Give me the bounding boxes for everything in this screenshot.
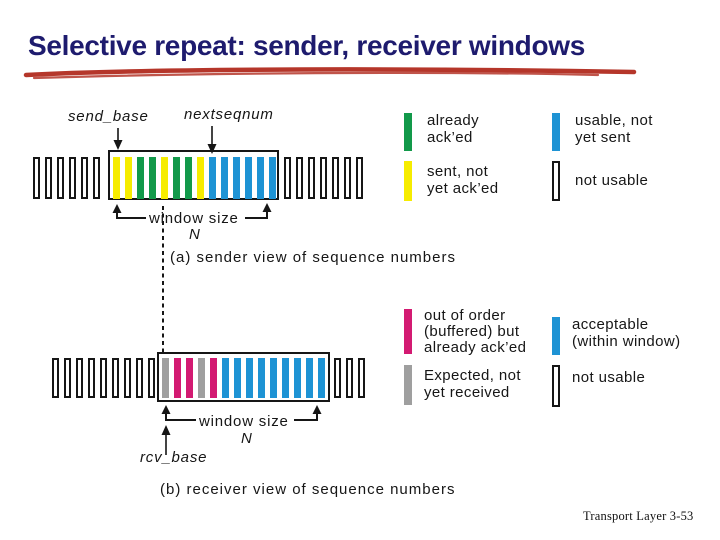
seq-slot-gray <box>198 358 205 398</box>
receiver-window-n-label: N <box>241 430 253 447</box>
nextseqnum-label: nextseqnum <box>184 106 274 123</box>
seq-slot-magenta <box>186 358 193 398</box>
receiver-bars-window <box>162 358 325 398</box>
legend-label-not-usable-receiver: not usable <box>572 369 646 386</box>
seq-slot-yellow <box>197 157 204 199</box>
seq-slot-blue <box>318 358 325 398</box>
seq-slot-white <box>57 157 64 199</box>
receiver-window-box <box>157 352 330 402</box>
seq-slot-gray <box>162 358 169 398</box>
legend-swatch-not-usable-sender <box>552 161 560 201</box>
seq-slot-white <box>33 157 40 199</box>
legend-swatch-out-of-order <box>404 309 412 354</box>
seq-slot-white <box>296 157 303 199</box>
receiver-bars-right <box>334 358 365 398</box>
seq-slot-white <box>332 157 339 199</box>
seq-slot-magenta <box>174 358 181 398</box>
sender-caption: (a) sender view of sequence numbers <box>170 249 456 266</box>
title-underline <box>23 67 637 80</box>
legend-swatch-not-usable-receiver <box>552 365 560 407</box>
seq-slot-yellow <box>113 157 120 199</box>
seq-slot-white <box>52 358 59 398</box>
legend-label-usable-not-sent: usable, not yet sent <box>575 112 653 146</box>
seq-slot-white <box>112 358 119 398</box>
sender-bars-window <box>113 157 276 199</box>
seq-slot-blue <box>209 157 216 199</box>
legend-swatch-acceptable <box>552 317 560 355</box>
seq-slot-blue <box>222 358 229 398</box>
legend-label-expected: Expected, not yet received <box>424 367 521 401</box>
seq-slot-blue <box>294 358 301 398</box>
seq-slot-white <box>148 358 155 398</box>
seq-slot-white <box>81 157 88 199</box>
seq-slot-blue <box>282 358 289 398</box>
seq-slot-white <box>69 157 76 199</box>
seq-slot-white <box>124 358 131 398</box>
send-base-label: send_base <box>68 108 149 125</box>
seq-slot-white <box>284 157 291 199</box>
sender-window-size-label: window size <box>149 210 239 227</box>
seq-slot-white <box>93 157 100 199</box>
seq-slot-yellow <box>161 157 168 199</box>
seq-slot-magenta <box>210 358 217 398</box>
send-base-arrow <box>113 128 123 150</box>
seq-slot-blue <box>258 358 265 398</box>
seq-slot-white <box>356 157 363 199</box>
seq-slot-blue <box>306 358 313 398</box>
sender-window-n-label: N <box>189 226 201 243</box>
receiver-bars-left <box>52 358 155 398</box>
seq-slot-blue <box>270 358 277 398</box>
seq-slot-blue <box>269 157 276 199</box>
seq-slot-blue <box>257 157 264 199</box>
slide-title: Selective repeat: sender, receiver windo… <box>28 30 586 61</box>
seq-slot-white <box>100 358 107 398</box>
seq-slot-green <box>173 157 180 199</box>
seq-slot-white <box>136 358 143 398</box>
legend-label-out-of-order: out of order (buffered) but already ack’… <box>424 307 527 356</box>
legend-label-already-acked: already ack’ed <box>427 112 479 146</box>
legend-label-sent-not-acked: sent, not yet ack’ed <box>427 163 499 197</box>
seq-slot-white <box>358 358 365 398</box>
rcv-base-label: rcv_base <box>140 449 208 466</box>
legend-swatch-usable-not-sent <box>552 113 560 151</box>
sender-bars-right <box>284 157 363 199</box>
seq-slot-blue <box>234 358 241 398</box>
seq-slot-white <box>320 157 327 199</box>
legend-swatch-expected <box>404 365 412 405</box>
seq-slot-white <box>64 358 71 398</box>
legend-label-not-usable-sender: not usable <box>575 172 649 189</box>
seq-slot-blue <box>246 358 253 398</box>
receiver-caption: (b) receiver view of sequence numbers <box>160 481 456 498</box>
sender-window-box <box>108 150 279 200</box>
seq-slot-green <box>185 157 192 199</box>
seq-slot-green <box>149 157 156 199</box>
legend-label-acceptable: acceptable (within window) <box>572 316 681 350</box>
seq-slot-blue <box>221 157 228 199</box>
seq-slot-yellow <box>125 157 132 199</box>
seq-slot-white <box>346 358 353 398</box>
sender-bars-left <box>33 157 100 199</box>
seq-slot-blue <box>233 157 240 199</box>
receiver-window-size-label: window size <box>199 413 289 430</box>
legend-swatch-sent-not-acked <box>404 161 412 201</box>
legend-swatch-already-acked <box>404 113 412 151</box>
slide-page-number: Transport Layer 3-53 <box>583 509 694 523</box>
seq-slot-green <box>137 157 144 199</box>
seq-slot-blue <box>245 157 252 199</box>
seq-slot-white <box>344 157 351 199</box>
seq-slot-white <box>308 157 315 199</box>
seq-slot-white <box>45 157 52 199</box>
seq-slot-white <box>88 358 95 398</box>
seq-slot-white <box>334 358 341 398</box>
seq-slot-white <box>76 358 83 398</box>
